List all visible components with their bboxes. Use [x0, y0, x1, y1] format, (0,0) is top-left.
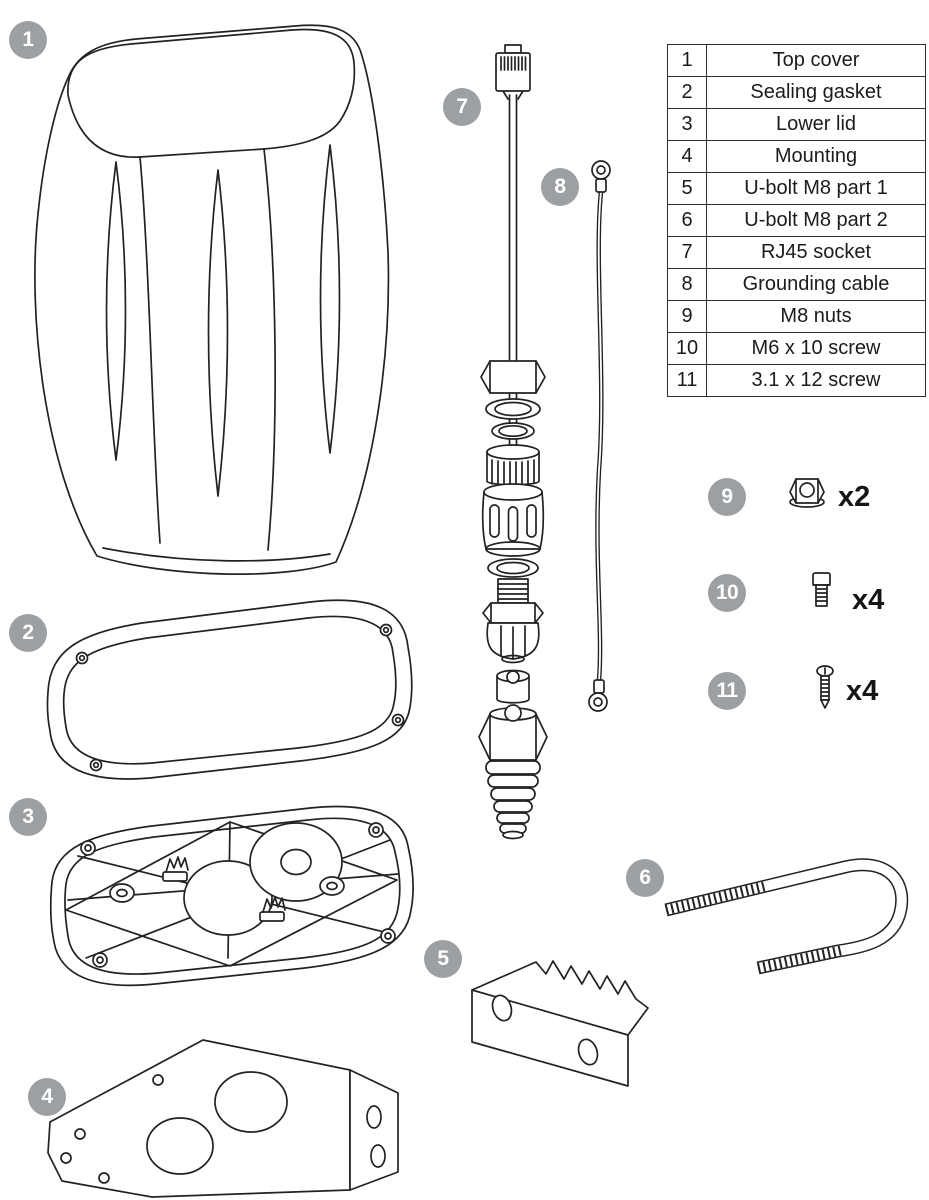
callout-3: 3 — [9, 798, 47, 836]
u-bolt-clamp-drawing — [471, 960, 649, 1087]
part-number: 6 — [667, 204, 707, 237]
part-name: U-bolt M8 part 1 — [706, 172, 926, 205]
part-number: 1 — [667, 44, 707, 77]
part-number: 8 — [667, 268, 707, 301]
part-name: Lower lid — [706, 108, 926, 141]
tapping-screw-icon — [816, 665, 834, 709]
part-name: U-bolt M8 part 2 — [706, 204, 926, 237]
qty-tapping-screws: x4 — [846, 675, 879, 707]
callout-7: 7 — [443, 88, 481, 126]
part-number: 9 — [667, 300, 707, 333]
callout-11: 11 — [708, 672, 746, 710]
sealing-gasket-drawing — [46, 599, 413, 780]
part-name: RJ45 socket — [706, 236, 926, 269]
callout-2: 2 — [9, 614, 47, 652]
part-number: 2 — [667, 76, 707, 109]
u-bolt-drawing — [664, 858, 909, 975]
part-number: 7 — [667, 236, 707, 269]
part-number: 11 — [667, 364, 707, 397]
part-name: M8 nuts — [706, 300, 926, 333]
callout-8: 8 — [541, 168, 579, 206]
top-cover-drawing — [34, 24, 390, 575]
callout-1: 1 — [9, 21, 47, 59]
qty-m6-screws: x4 — [852, 584, 885, 616]
m6-screw-icon — [812, 572, 831, 607]
rj45-assembly-drawing — [478, 44, 548, 840]
callout-10: 10 — [708, 574, 746, 612]
part-number: 3 — [667, 108, 707, 141]
part-number: 5 — [667, 172, 707, 205]
part-name: Sealing gasket — [706, 76, 926, 109]
qty-m8-nuts: x2 — [838, 481, 871, 513]
part-name: Top cover — [706, 44, 926, 77]
part-number: 10 — [667, 332, 707, 365]
lower-lid-drawing — [49, 805, 414, 987]
part-name: Grounding cable — [706, 268, 926, 301]
part-name: Mounting — [706, 140, 926, 173]
part-number: 4 — [667, 140, 707, 173]
part-name: 3.1 x 12 screw — [706, 364, 926, 397]
grounding-cable-drawing — [588, 160, 611, 712]
m8-nut-icon — [789, 478, 825, 508]
part-name: M6 x 10 screw — [706, 332, 926, 365]
callout-5: 5 — [424, 940, 462, 978]
callout-9: 9 — [708, 478, 746, 516]
callout-6: 6 — [626, 859, 664, 897]
callout-4: 4 — [28, 1078, 66, 1116]
mounting-bracket-drawing — [47, 1039, 399, 1198]
